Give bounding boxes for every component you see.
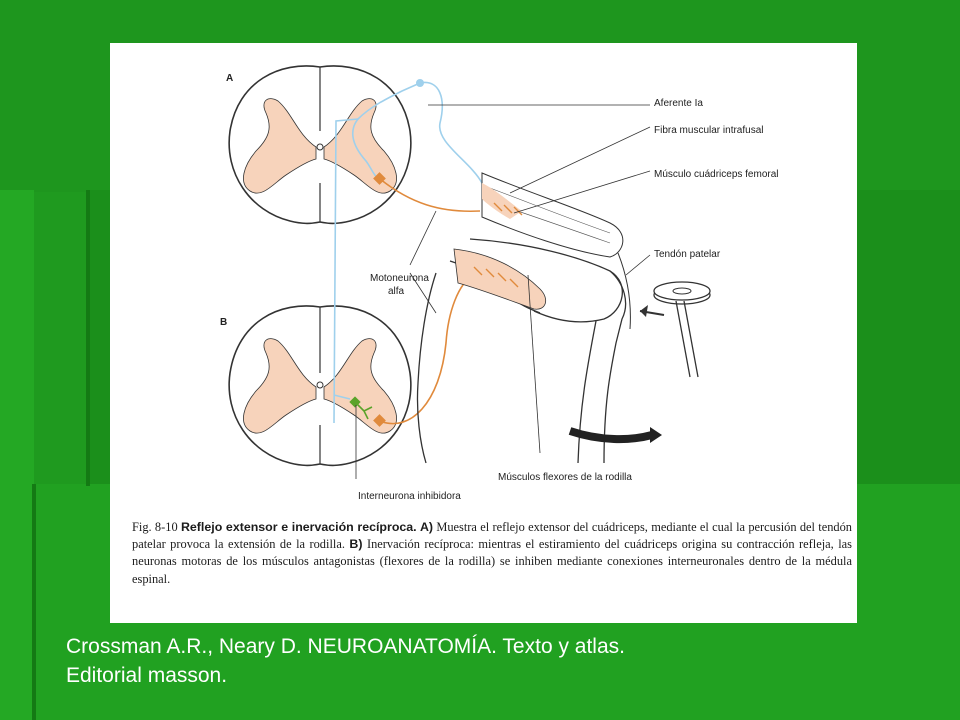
label-flexors: Músculos flexores de la rodilla bbox=[498, 472, 632, 483]
label-intrafusal: Fibra muscular intrafusal bbox=[654, 125, 763, 136]
panel-b-letter: B bbox=[220, 317, 227, 328]
figure-caption: Fig. 8-10 Reflejo extensor e inervación … bbox=[132, 519, 852, 588]
flexor-muscle bbox=[453, 248, 547, 310]
label-motoneuron-line2: alfa bbox=[388, 286, 405, 297]
motor-fiber-b bbox=[379, 274, 475, 425]
extension-arrow bbox=[568, 427, 654, 444]
background-edge bbox=[32, 484, 36, 720]
caption-part-a-text: Muestra el reflejo extensor del cuádrice… bbox=[132, 520, 852, 552]
motoneuron-b-soma bbox=[373, 414, 386, 427]
reflex-hammer bbox=[653, 281, 711, 378]
label-quadriceps: Músculo cuádriceps femoral bbox=[654, 169, 779, 180]
patellar-tendon bbox=[617, 252, 631, 330]
interneuron-soma bbox=[349, 396, 361, 408]
leader-lines bbox=[355, 104, 651, 479]
panel-a-letter: A bbox=[226, 73, 233, 84]
quadriceps-muscle bbox=[481, 172, 624, 258]
reflex-diagram: A B bbox=[220, 65, 779, 502]
background-edge bbox=[86, 190, 90, 486]
spinal-cord-section-b bbox=[228, 305, 412, 467]
knee-leg bbox=[416, 238, 627, 464]
figure-panel: A B bbox=[110, 43, 857, 623]
interneuron-process bbox=[355, 402, 373, 420]
label-patellar-tendon: Tendón patelar bbox=[654, 249, 721, 260]
caption-part-b-marker: B) bbox=[349, 537, 363, 552]
label-interneuron: Interneurona inhibidora bbox=[358, 491, 461, 502]
citation-line-2: Editorial masson. bbox=[66, 664, 228, 687]
gray-matter-a bbox=[323, 98, 397, 194]
motoneuron-a-soma bbox=[373, 172, 386, 185]
gray-matter-b bbox=[323, 338, 397, 434]
background-left-strip bbox=[0, 190, 34, 720]
citation-line-1: Crossman A.R., Neary D. NEUROANATOMÍA. T… bbox=[66, 635, 625, 658]
caption-fig-label: Fig. 8-10 bbox=[132, 520, 178, 534]
label-motoneuron-line1: Motoneurona bbox=[370, 273, 429, 284]
caption-part-b-text: Inervación recíproca: mientras el estira… bbox=[132, 537, 852, 586]
dorsal-root-ganglion bbox=[416, 79, 424, 87]
motor-fiber-a bbox=[379, 178, 481, 213]
citation: Crossman A.R., Neary D. NEUROANATOMÍA. T… bbox=[66, 632, 866, 690]
tap-arrow-head bbox=[640, 305, 648, 317]
extension-arrow-head bbox=[650, 427, 662, 443]
caption-title: Reflejo extensor e inervación recíproca. bbox=[180, 520, 417, 534]
spinal-cord-section-a bbox=[228, 65, 412, 225]
caption-part-a-marker: A) bbox=[419, 520, 434, 534]
label-afferent: Aferente Ia bbox=[654, 98, 703, 109]
